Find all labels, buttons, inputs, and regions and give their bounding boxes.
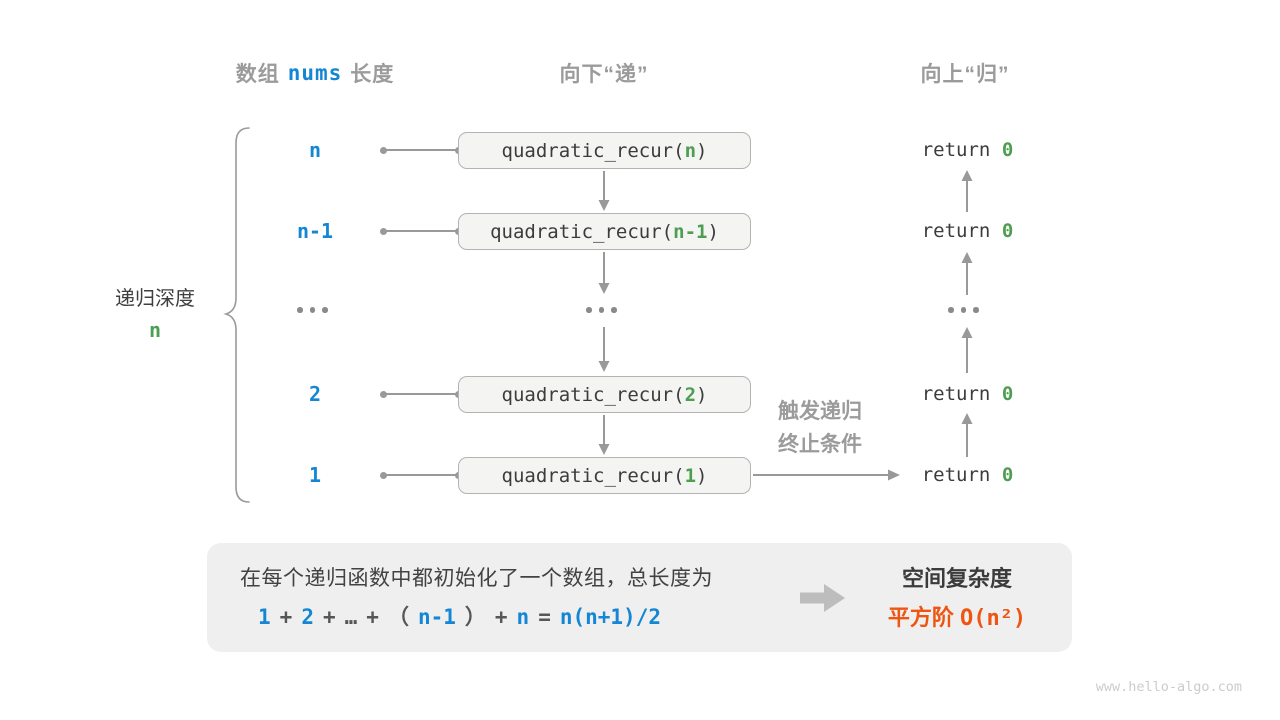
connector-line — [380, 227, 462, 235]
connector-line — [380, 146, 462, 154]
return-keyword: return — [921, 383, 991, 405]
call-text: quadratic_recur( — [490, 220, 674, 243]
return-value: 0 — [1001, 383, 1014, 405]
recursion-depth-value: n — [148, 318, 162, 342]
call-text-close: ) — [707, 220, 719, 243]
call-text: quadratic_recur( — [501, 139, 685, 162]
header-array-prefix: 数组 — [235, 63, 280, 86]
call-text-close: ) — [696, 383, 708, 406]
formula-token: + — [366, 605, 379, 629]
call-arg: n — [684, 139, 697, 162]
implies-arrow — [800, 584, 845, 612]
formula-token: （ — [387, 605, 409, 629]
space-complexity-title: 空间复杂度 — [901, 566, 1012, 591]
depth-value-2: 2 — [308, 382, 322, 406]
down-arrow — [598, 327, 610, 372]
formula-token: + — [494, 605, 508, 629]
header-upward-return: 向上“归” — [920, 63, 1010, 86]
header-nums-code: nums — [287, 61, 343, 85]
return-value: 0 — [1001, 139, 1014, 161]
header-array-length: 数组 nums 长度 — [195, 58, 435, 88]
formula: 1 +2 + … + （ n-1 ） + n = n(n+1)/2 — [258, 601, 661, 631]
summary-text: 在每个递归函数中都初始化了一个数组，总长度为 — [240, 567, 713, 590]
formula-token: 2 — [301, 605, 314, 629]
return-value: 0 — [1001, 220, 1014, 242]
up-arrow — [961, 413, 973, 457]
connector-line — [380, 471, 462, 479]
return-statement: return 0 — [885, 380, 1050, 408]
trigger-label-line1: 触发递归 — [778, 400, 862, 423]
summary-panel — [207, 543, 1072, 652]
header-downward-recurse: 向下“递” — [559, 63, 649, 86]
call-arg: 2 — [684, 383, 697, 406]
return-statement: return 0 — [885, 461, 1050, 489]
connector-line — [380, 390, 462, 398]
depth-value-1: 1 — [308, 463, 322, 487]
return-statement: return 0 — [885, 136, 1050, 164]
formula-token: 1 — [258, 605, 271, 629]
formula-token: = — [538, 605, 551, 629]
complexity-order-label: 平方阶 — [887, 605, 954, 630]
return-keyword: return — [921, 139, 991, 161]
down-arrow — [598, 252, 610, 294]
ellipsis-calls — [586, 307, 617, 313]
call-arg: 1 — [684, 464, 697, 487]
return-keyword: return — [921, 220, 991, 242]
left-brace — [223, 127, 250, 503]
space-complexity-value: 平方阶 O(n²) — [866, 600, 1048, 632]
header-array-suffix: 长度 — [350, 63, 395, 86]
formula-token: … — [344, 605, 358, 629]
call-text: quadratic_recur( — [501, 464, 685, 487]
call-box-2: quadratic_recur(2) — [458, 376, 751, 413]
recursion-depth-label: 递归深度 — [115, 288, 195, 310]
call-arg: n-1 — [673, 220, 708, 243]
ellipsis-depth — [297, 307, 328, 313]
call-box-n-1: quadratic_recur(n-1) — [458, 213, 751, 250]
call-box-n: quadratic_recur(n) — [458, 132, 751, 169]
call-box-1: quadratic_recur(1) — [458, 457, 751, 494]
formula-token: ） — [464, 605, 486, 629]
call-text-close: ) — [696, 139, 708, 162]
down-arrow — [598, 415, 610, 455]
formula-token: n(n+1)/2 — [559, 605, 661, 629]
call-text-close: ) — [696, 464, 708, 487]
up-arrow — [961, 327, 973, 373]
return-statement: return 0 — [885, 217, 1050, 245]
watermark: www.hello-algo.com — [1095, 679, 1242, 695]
formula-token: n-1 — [417, 605, 456, 629]
formula-token: n — [516, 605, 530, 629]
trigger-label-line2: 终止条件 — [778, 433, 862, 456]
ellipsis-returns — [948, 307, 979, 313]
up-arrow — [961, 252, 973, 295]
trigger-arrow — [753, 469, 900, 481]
depth-value-n: n — [308, 138, 322, 162]
depth-value-n-1: n-1 — [296, 219, 334, 243]
call-text: quadratic_recur( — [501, 383, 685, 406]
up-arrow — [961, 170, 973, 212]
complexity-notation: O(n²) — [959, 606, 1027, 631]
return-value: 0 — [1001, 464, 1014, 486]
formula-token: + — [322, 605, 336, 629]
return-keyword: return — [921, 464, 991, 486]
down-arrow — [598, 171, 610, 211]
formula-token: + — [279, 605, 293, 629]
